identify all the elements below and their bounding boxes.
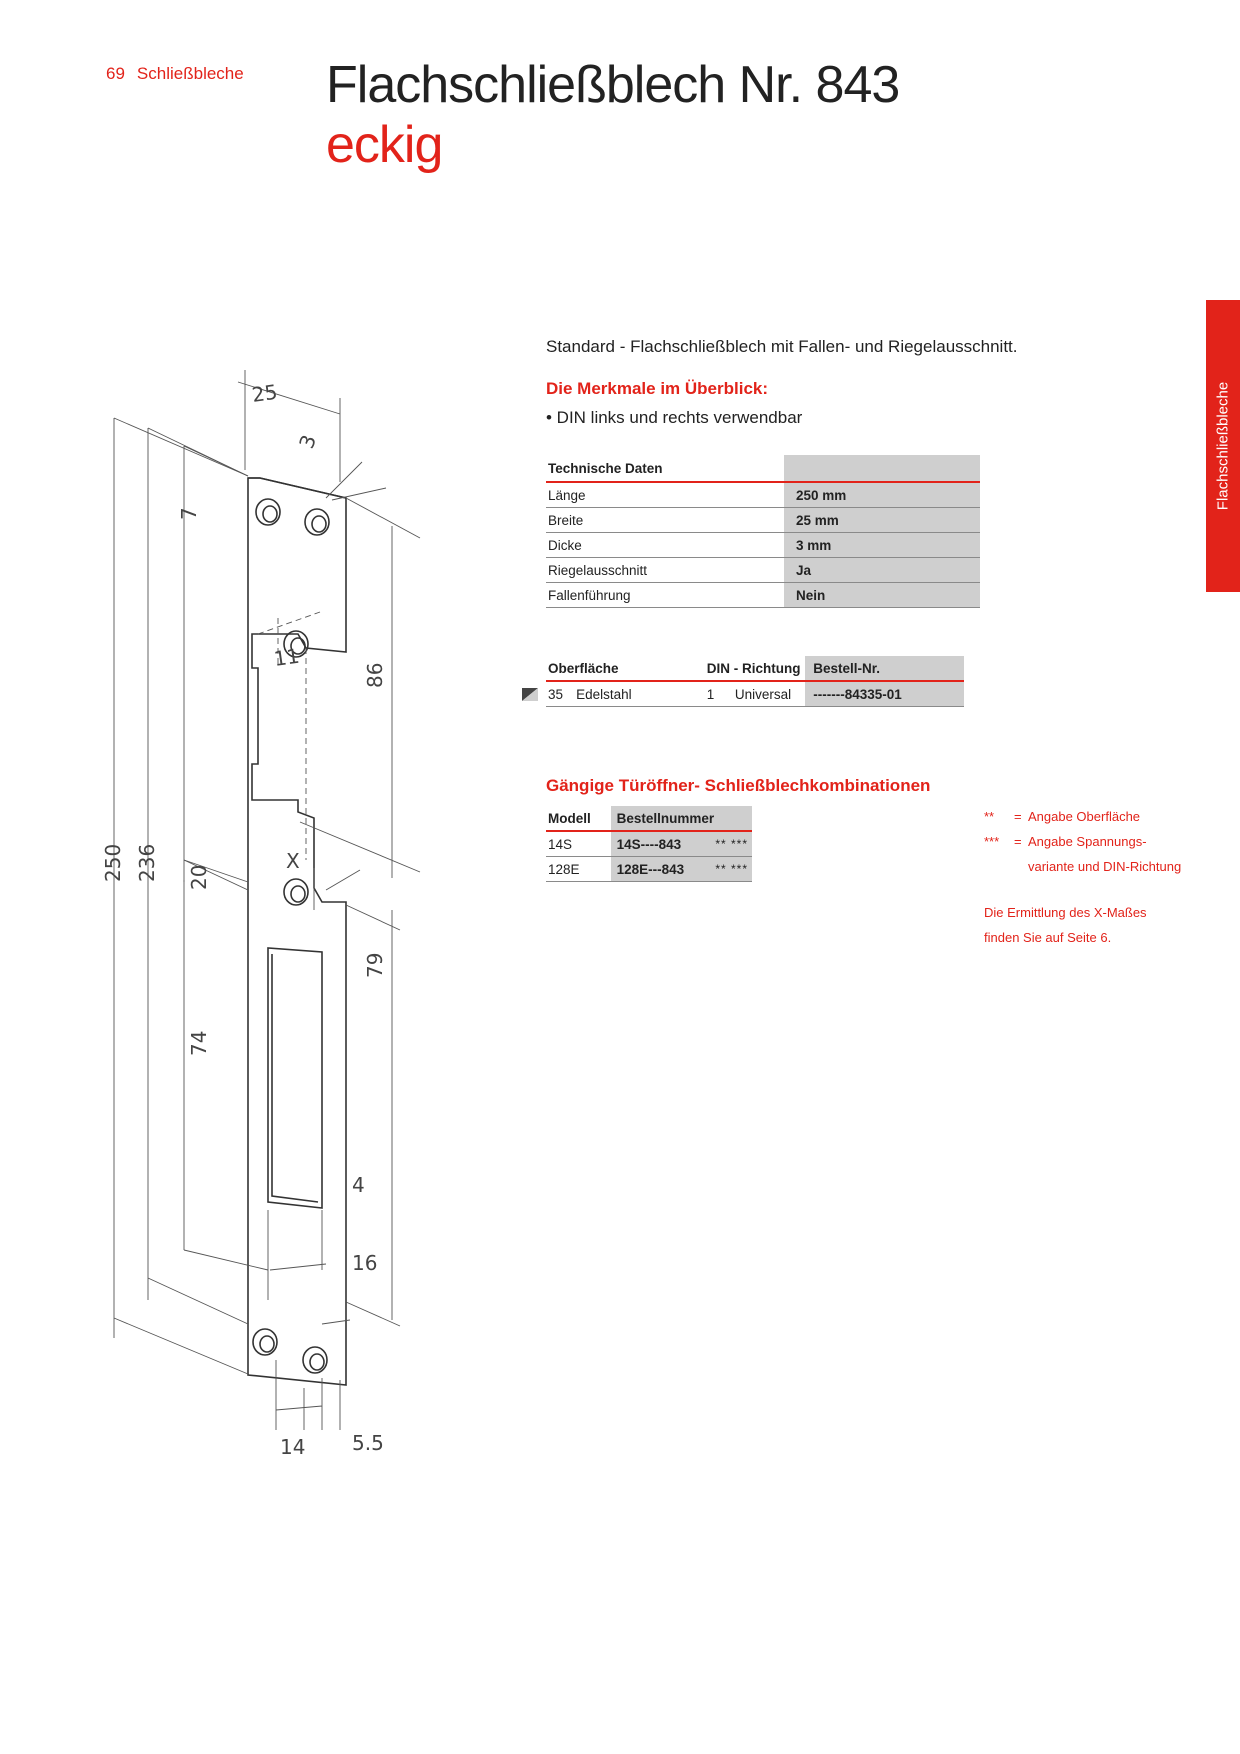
page-number: 69 (106, 64, 125, 83)
dim-5-5: 5.5 (352, 1431, 384, 1455)
section-name: Schließbleche (136, 64, 244, 83)
tech-label: Länge (546, 482, 784, 508)
note-line: finden Sie auf Seite 6. (984, 930, 1112, 945)
side-tab-label: Flachschließbleche (1214, 381, 1232, 511)
surface-swatch-icon (522, 688, 538, 701)
combo-model: 14S (546, 831, 611, 857)
dim-4: 4 (352, 1173, 365, 1197)
table-row: 128E 128E---843 ** *** (546, 856, 752, 882)
order-header-number: Bestell-Nr. (805, 656, 964, 682)
dimension-lines (113, 370, 421, 1430)
tech-value: Ja (784, 557, 980, 583)
table-row: 14S 14S----843 ** *** (546, 831, 752, 857)
feature-item: • DIN links und rechts verwendbar (546, 408, 803, 427)
order-header-din: DIN - Richtung (704, 656, 806, 682)
screw-holes (252, 498, 330, 1374)
dim-86: 86 (363, 663, 387, 688)
table-row: 35 Edelstahl 1 Universal -------84335-01 (546, 681, 964, 707)
tech-value: 250 mm (784, 482, 980, 508)
page-header: 69 Schließbleche (106, 64, 256, 84)
plate-top-edge (248, 477, 347, 499)
combos-heading: Gängige Türöffner- Schließblechkombinati… (546, 776, 931, 795)
combo-suffix: ** *** (715, 837, 748, 851)
legend-text: Angabe Spannungs- (1028, 834, 1147, 849)
dim-20: 20 (187, 865, 211, 890)
title-line2: eckig (326, 116, 443, 174)
tech-value: 25 mm (784, 507, 980, 533)
dim-14: 14 (280, 1435, 305, 1459)
order-number: -------84335-01 (805, 681, 964, 707)
tech-label: Riegelausschnitt (546, 557, 784, 583)
order-header-surface: Oberfläche (546, 656, 705, 682)
dim-hole-top: 7 (177, 507, 201, 520)
combo-header-number: Bestellnummer (610, 806, 752, 832)
combo-header-model: Modell (546, 806, 611, 832)
dim-11: 11 (272, 644, 301, 671)
bolt-slot-inner (271, 954, 319, 1203)
surface-code: 35 (546, 681, 575, 707)
surface-name: Edelstahl (574, 681, 705, 707)
din-code: 1 (704, 681, 733, 707)
tech-header: Technische Daten (546, 455, 784, 483)
combos-table: Modell Bestellnummer 14S 14S----843 ** **… (546, 806, 752, 882)
strike-plate-drawing: 25 3 7 86 11 X 20 79 74 4 16 250 236 14 … (101, 370, 421, 1459)
features-heading: Die Merkmale im Überblick: (546, 379, 769, 398)
combo-number: 128E---843 (616, 861, 685, 877)
product-description: Standard - Flachschließblech mit Fallen-… (546, 337, 1018, 356)
legend-text: variante und DIN-Richtung (1028, 859, 1182, 874)
combo-number: 14S----843 (616, 836, 682, 852)
bolt-slot (267, 947, 323, 1209)
tech-label: Dicke (546, 532, 784, 558)
tech-label: Breite (546, 507, 784, 533)
tech-value: 3 mm (784, 532, 980, 558)
dim-74: 74 (187, 1031, 211, 1056)
dim-250: 250 (101, 844, 125, 882)
dim-thickness: 3 (294, 432, 321, 452)
dim-x: X (286, 849, 300, 873)
dim-79: 79 (363, 953, 387, 978)
legend-key: *** (984, 834, 1000, 849)
title-line1: Flachschließblech Nr. 843 (326, 56, 900, 114)
plate-outline (247, 477, 347, 1386)
dim-16: 16 (352, 1251, 377, 1275)
order-table: Oberfläche DIN - Richtung Bestell-Nr. 35… (546, 656, 964, 707)
x-dimension-note: Die Ermittlung des X-Maßes finden Sie au… (984, 900, 1147, 950)
tech-label: Fallenführung (546, 582, 784, 608)
din-name: Universal (732, 681, 806, 707)
combo-suffix: ** *** (715, 862, 748, 876)
note-line: Die Ermittlung des X-Maßes (984, 905, 1147, 920)
combo-model: 128E (546, 856, 611, 882)
side-tab[interactable]: Flachschließbleche (1206, 300, 1240, 592)
legend-key: ** (984, 809, 995, 824)
page-title: Flachschließblech Nr. 843 eckig (326, 55, 900, 175)
dim-236: 236 (135, 844, 159, 882)
legend-text: Angabe Oberfläche (1028, 809, 1141, 824)
dim-width: 25 (250, 380, 279, 407)
tech-value: Nein (784, 582, 980, 608)
